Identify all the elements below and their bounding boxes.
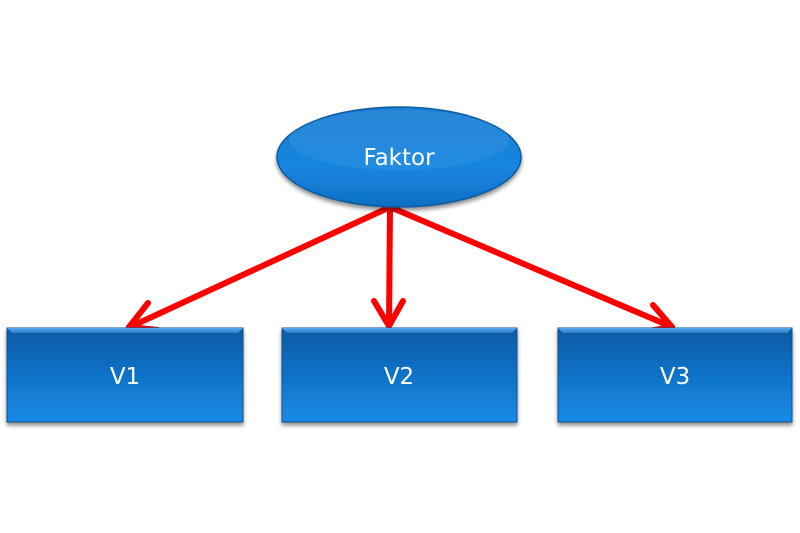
edges — [126, 204, 675, 335]
arrow-factor-to-v1 — [126, 204, 393, 333]
variable-node-v3[interactable]: V3 — [557, 327, 793, 423]
factor-label: Faktor — [363, 145, 435, 171]
arrow-factor-to-v2 — [371, 204, 406, 329]
variable-label-v1: V1 — [110, 364, 140, 390]
variable-label-v2: V2 — [384, 364, 414, 390]
variable-node-v2[interactable]: V2 — [281, 327, 518, 423]
factor-node[interactable]: Faktor — [276, 106, 522, 208]
variable-label-v3: V3 — [660, 364, 690, 390]
arrow-factor-to-v3 — [387, 204, 675, 335]
variable-node-v1[interactable]: V1 — [6, 327, 244, 423]
